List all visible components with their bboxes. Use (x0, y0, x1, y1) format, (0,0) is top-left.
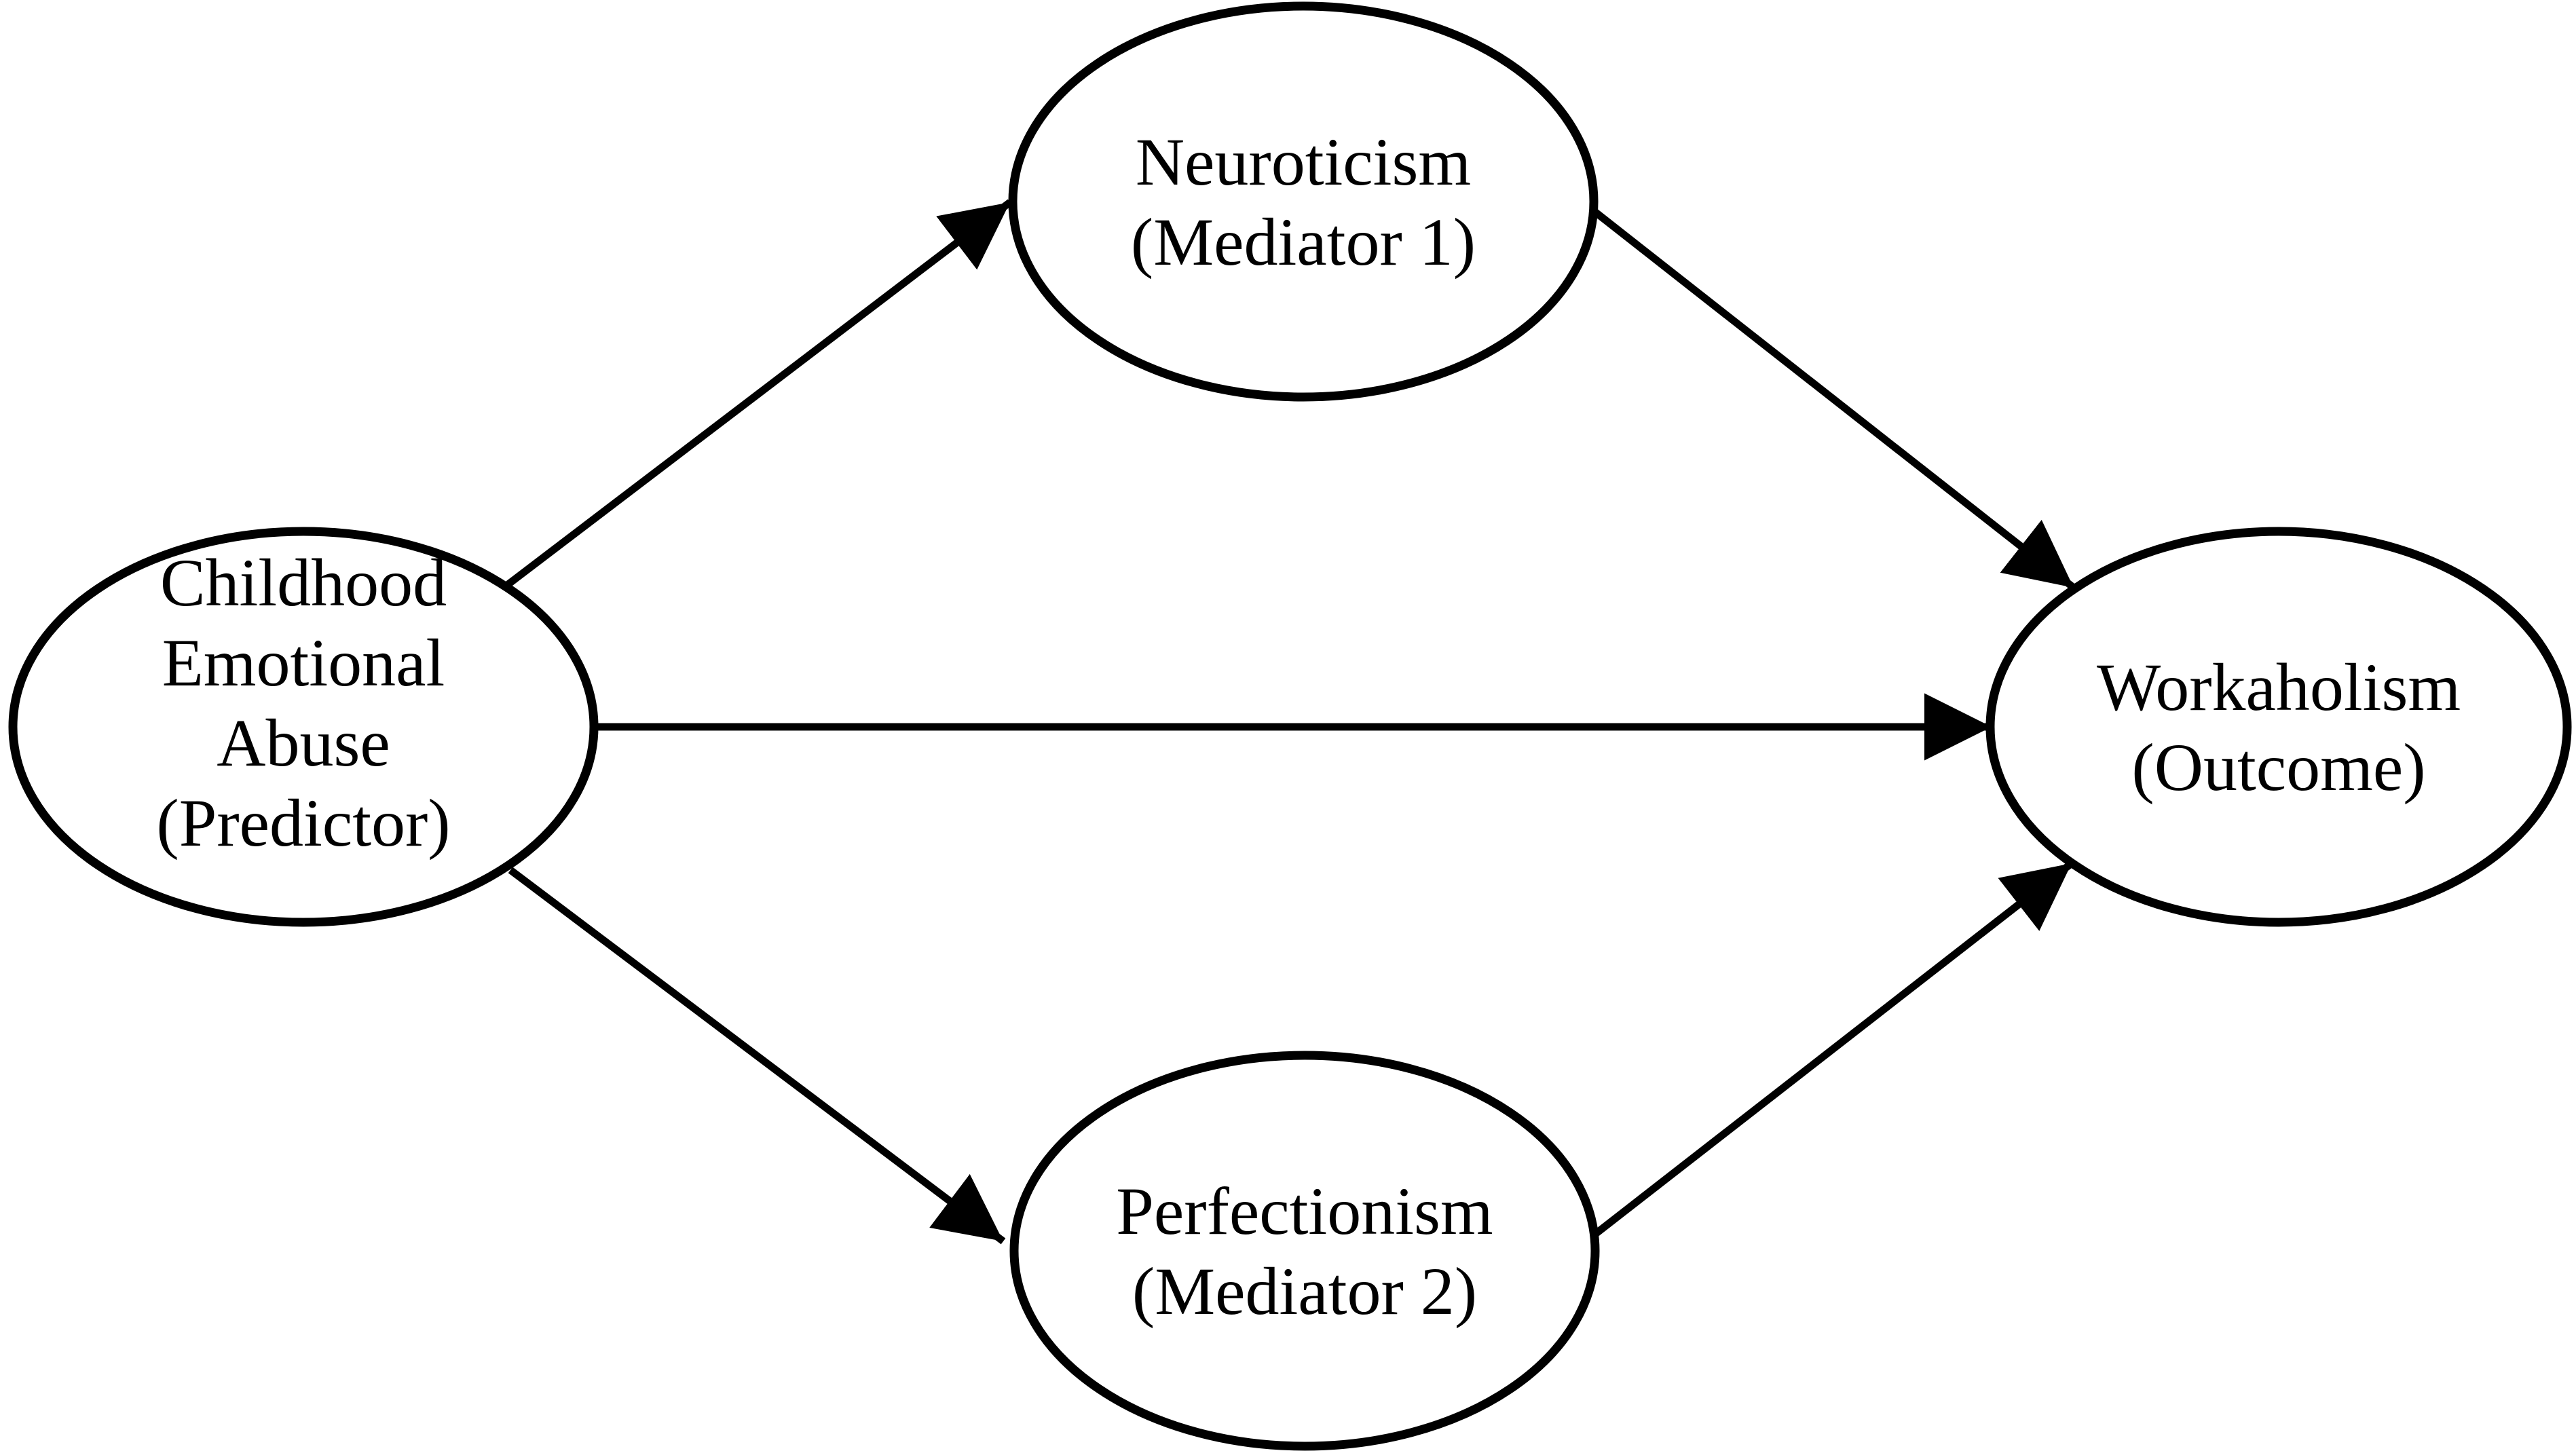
edges-group (501, 199, 2076, 1245)
arrow-predictor-to-mediator2 (508, 867, 1006, 1245)
node-outcome-ellipse (1985, 527, 2572, 927)
arrow-mediator2-to-outcome (1591, 860, 2074, 1239)
node-mediator1-ellipse (1008, 1, 1599, 402)
node-predictor-ellipse (8, 527, 599, 927)
nodes-group (8, 1, 2572, 1451)
outcome-label-line-2: (Outcome) (2131, 730, 2425, 805)
mediator1-label-line-1: Neuroticism (1136, 124, 1471, 200)
predictor-label-line-3: Abuse (217, 705, 390, 780)
predictor-label-line-4: (Predictor) (156, 785, 450, 861)
mediator1-label-line-2: (Mediator 1) (1131, 204, 1476, 280)
labels-group: Childhood Emotional Abuse (Predictor) Ne… (156, 124, 2461, 1329)
predictor-label-line-2: Emotional (162, 625, 445, 700)
mediator2-label-line-2: (Mediator 2) (1132, 1254, 1477, 1329)
mediator2-label-line-1: Perfectionism (1116, 1173, 1493, 1249)
arrow-predictor-to-mediator1 (501, 199, 1013, 591)
node-mediator2-ellipse (1009, 1051, 1600, 1451)
outcome-label-line-1: Workaholism (2097, 649, 2461, 725)
predictor-label-line-1: Childhood (160, 545, 447, 620)
arrow-mediator1-to-outcome (1590, 207, 2076, 591)
